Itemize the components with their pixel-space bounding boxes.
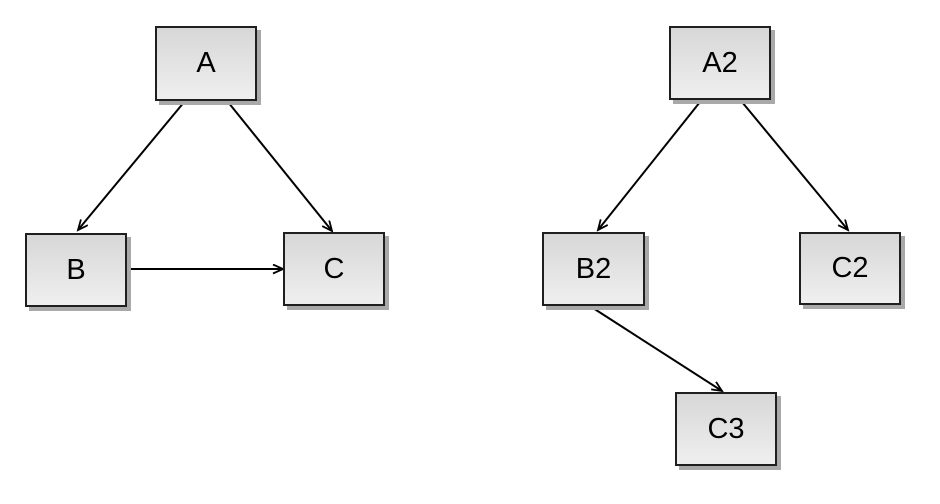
node-label: A: [196, 47, 216, 79]
node-label: C2: [831, 252, 869, 284]
edge-A2-C2: [741, 101, 848, 230]
node-label: A2: [702, 46, 738, 79]
edge-A-C: [227, 101, 332, 231]
node-label: B: [66, 253, 86, 286]
node-B[interactable]: B: [25, 233, 127, 307]
node-C2[interactable]: C2: [799, 232, 901, 305]
edge-A2-B2: [598, 101, 701, 230]
edge-B2-C3: [592, 307, 722, 391]
node-label: C3: [707, 412, 745, 445]
node-B2[interactable]: B2: [542, 232, 645, 306]
node-A[interactable]: A: [155, 26, 257, 101]
node-A2[interactable]: A2: [669, 26, 771, 100]
node-C3[interactable]: C3: [675, 392, 777, 466]
edge-A-B: [78, 100, 186, 230]
node-label: B2: [575, 252, 612, 285]
node-label: C: [323, 252, 345, 285]
node-C[interactable]: C: [283, 232, 385, 306]
